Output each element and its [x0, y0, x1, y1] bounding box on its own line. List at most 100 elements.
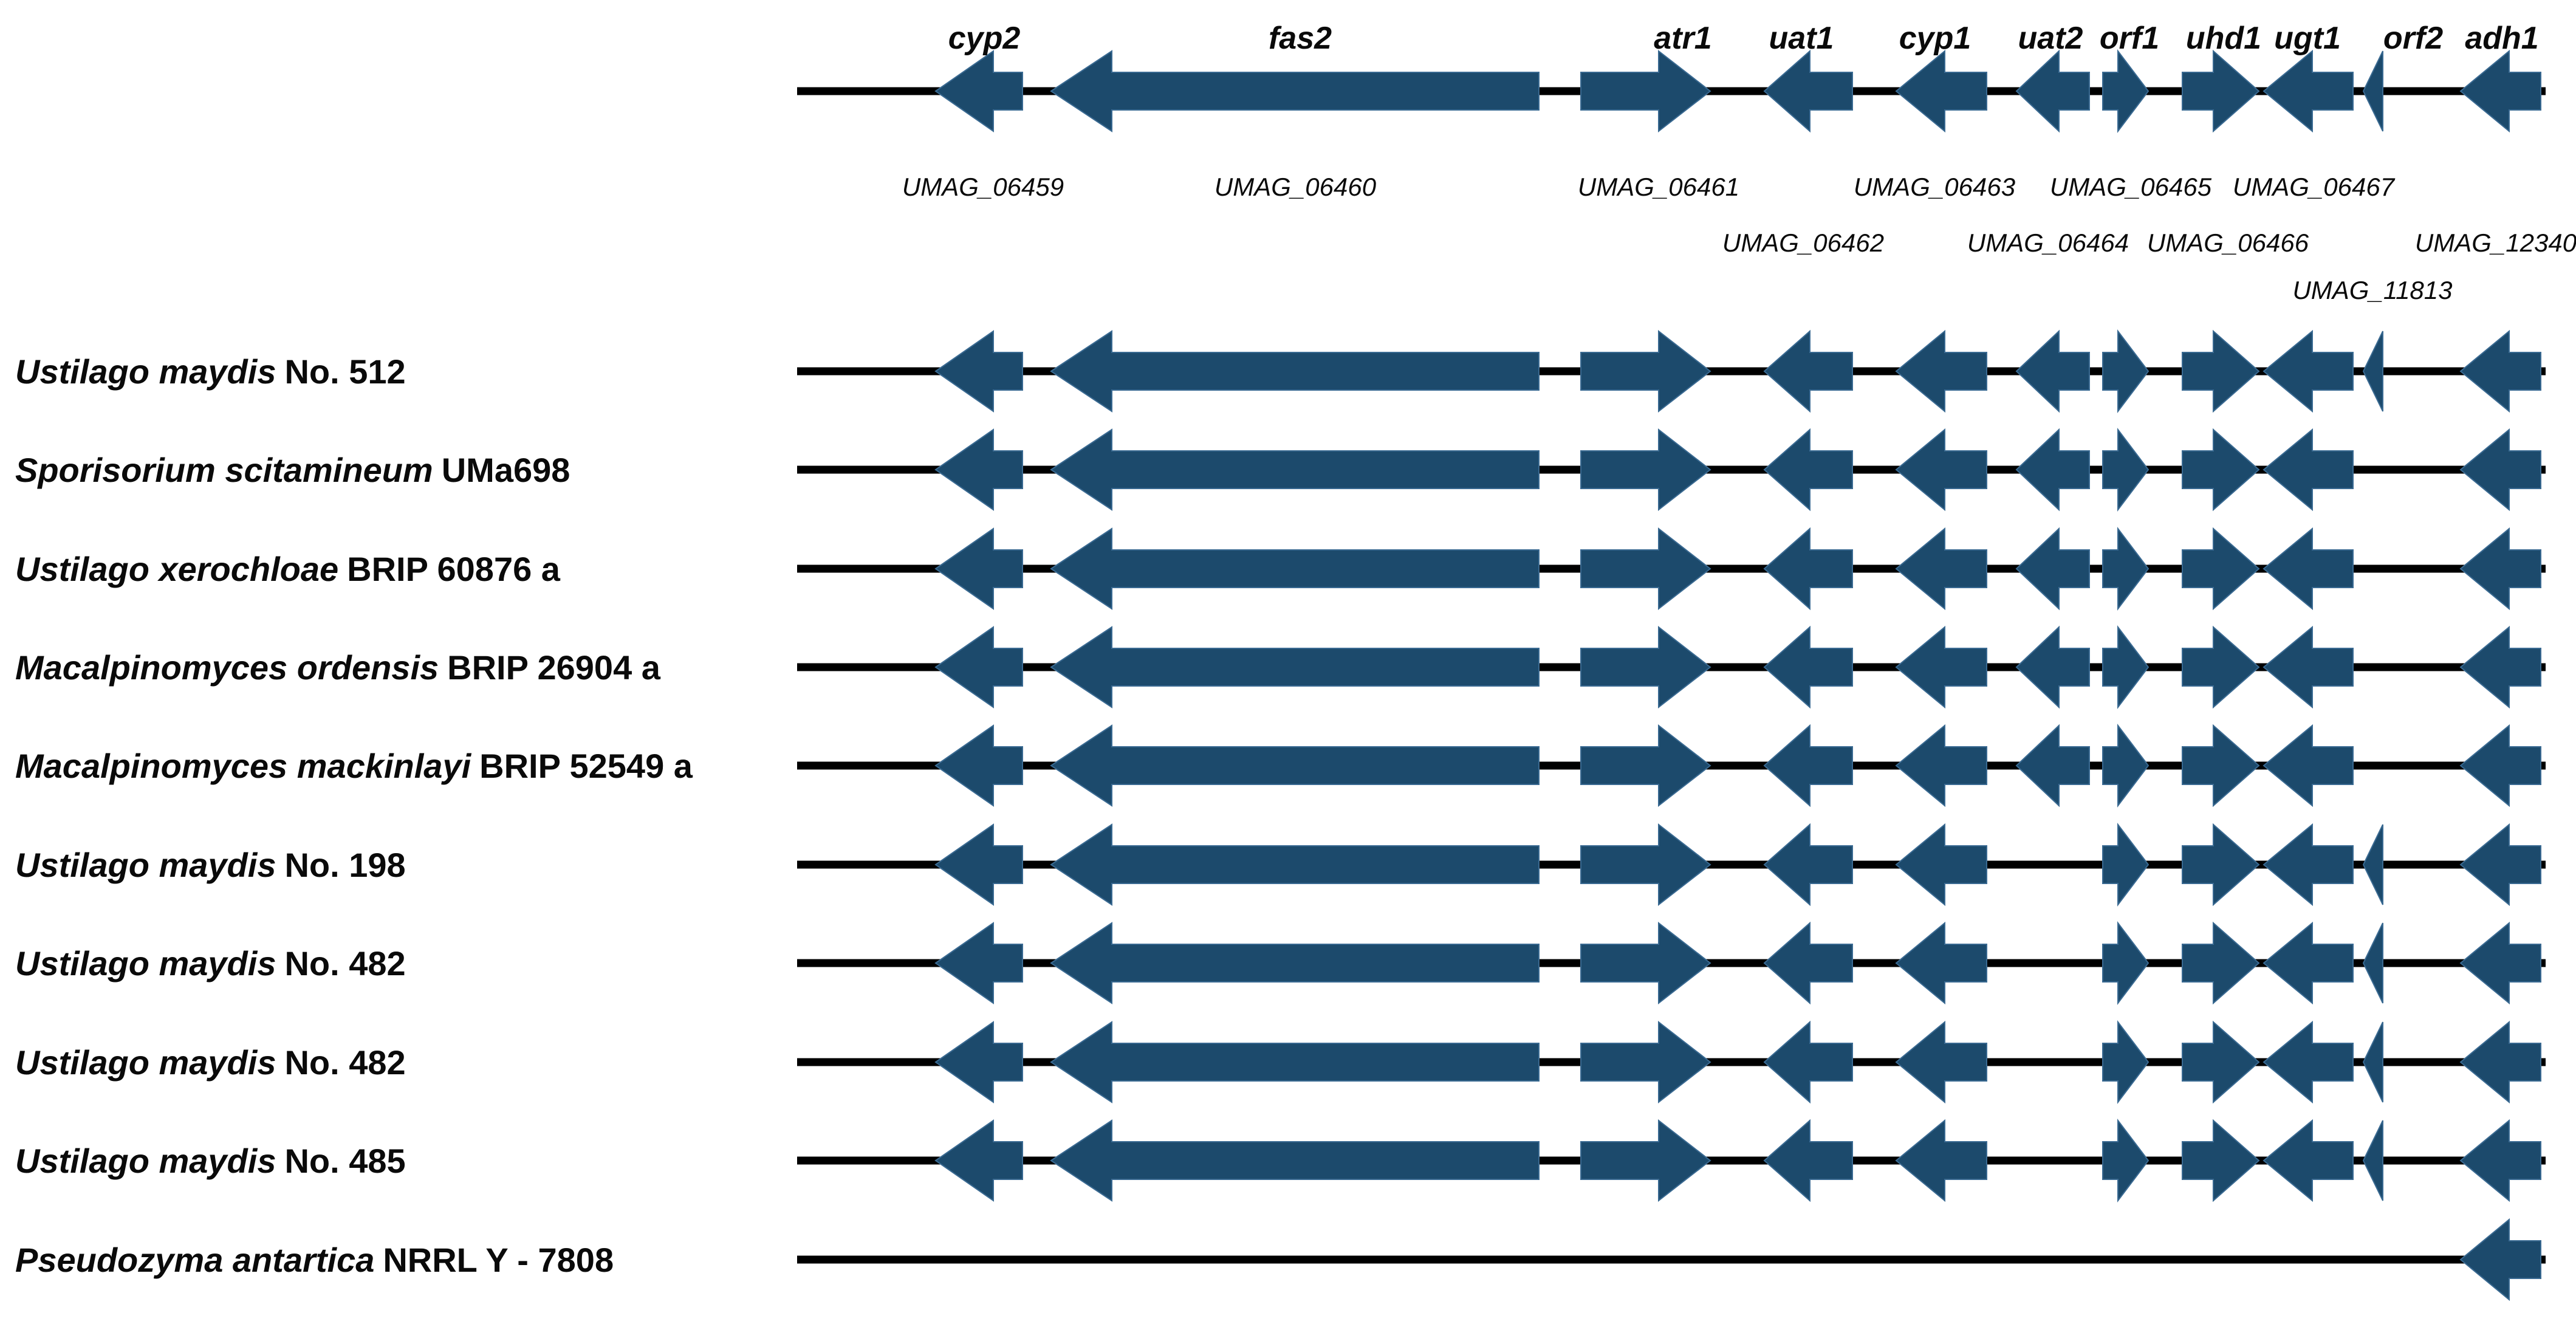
strain-name-5: BRIP 52549 a — [479, 747, 693, 785]
umag-id-label-UMAG_06462: UMAG_06462 — [1722, 228, 1884, 257]
gene-name-label-orf1: orf1 — [2100, 21, 2159, 56]
gene-name-label-uhd1: uhd1 — [2186, 21, 2261, 56]
gene-arrow-orf1-track-6 — [2102, 823, 2150, 907]
gene-arrow-adh1-track-6 — [2459, 823, 2541, 907]
reference-gene-arrow-adh1 — [2459, 49, 2541, 133]
species-name-8: Ustilago maydis — [15, 1043, 276, 1082]
gene-arrow-uhd1-track-4 — [2182, 625, 2260, 709]
species-name-4: Macalpinomyces ordensis — [15, 648, 439, 687]
gene-arrow-uhd1-track-2 — [2182, 428, 2260, 512]
gene-arrow-cyp2-track-1 — [934, 330, 1023, 413]
gene-arrow-cyp1-track-9 — [1895, 1119, 1987, 1202]
gene-arrow-orf1-track-4 — [2102, 625, 2150, 709]
gene-arrow-fas2-track-5 — [1050, 724, 1540, 807]
gene-arrow-ugt1-track-8 — [2263, 1020, 2354, 1104]
gene-arrow-cyp1-track-2 — [1895, 428, 1987, 512]
gene-arrow-uat1-track-9 — [1763, 1119, 1853, 1202]
gene-arrow-ugt1-track-9 — [2263, 1119, 2354, 1202]
gene-arrow-cyp2-track-3 — [934, 527, 1023, 610]
umag-id-label-UMAG_12340: UMAG_12340 — [2415, 228, 2576, 257]
umag-id-label-UMAG_11813: UMAG_11813 — [2292, 276, 2452, 304]
gene-arrow-adh1-track-3 — [2459, 527, 2541, 611]
gene-arrow-orf1-track-1 — [2102, 329, 2150, 413]
gene-arrow-orf2-track-1 — [2362, 331, 2383, 412]
gene-name-label-atr1: atr1 — [1654, 21, 1711, 56]
gene-arrow-uhd1-track-1 — [2182, 329, 2260, 413]
gene-arrow-cyp2-track-9 — [934, 1119, 1023, 1202]
gene-name-label-adh1: adh1 — [2465, 21, 2538, 56]
strain-name-3: BRIP 60876 a — [347, 550, 561, 588]
gene-arrow-uhd1-track-8 — [2182, 1020, 2260, 1104]
gene-arrow-fas2-track-2 — [1050, 428, 1540, 511]
reference-gene-arrow-fas2 — [1050, 50, 1540, 132]
gene-arrow-uat1-track-6 — [1763, 823, 1853, 907]
species-name-6: Ustilago maydis — [15, 846, 276, 884]
gene-arrow-ugt1-track-7 — [2263, 921, 2354, 1005]
umag-id-label-UMAG_06466: UMAG_06466 — [2147, 228, 2309, 257]
reference-gene-arrow-atr1 — [1580, 49, 1711, 133]
umag-id-label-UMAG_06459: UMAG_06459 — [902, 173, 1064, 201]
gene-arrow-atr1-track-1 — [1580, 329, 1711, 413]
species-name-10: Pseudozyma antartica — [15, 1241, 374, 1279]
gene-arrow-uhd1-track-9 — [2182, 1119, 2260, 1202]
umag-id-label-UMAG_06465: UMAG_06465 — [2050, 173, 2212, 201]
gene-name-label-ugt1: ugt1 — [2274, 21, 2341, 56]
gene-arrow-fas2-track-9 — [1050, 1119, 1540, 1202]
gene-arrow-ugt1-track-1 — [2263, 329, 2354, 413]
gene-name-label-cyp2: cyp2 — [948, 21, 1021, 56]
gene-name-label-uat1: uat1 — [1769, 21, 1834, 56]
species-name-3: Ustilago xerochloae — [15, 550, 338, 588]
strain-name-7: No. 482 — [284, 944, 405, 983]
gene-arrow-orf1-track-5 — [2102, 724, 2150, 808]
gene-name-label-fas2: fas2 — [1269, 21, 1332, 56]
gene-arrow-atr1-track-3 — [1580, 527, 1711, 611]
gene-arrow-orf2-track-7 — [2362, 922, 2383, 1004]
gene-arrow-uat1-track-3 — [1763, 527, 1853, 611]
gene-arrow-orf2-track-9 — [2362, 1120, 2383, 1201]
gene-arrow-adh1-track-2 — [2459, 428, 2541, 512]
gene-arrow-fas2-track-1 — [1050, 330, 1540, 413]
strain-name-10: NRRL Y - 7808 — [383, 1241, 614, 1279]
gene-arrow-uat2-track-5 — [2015, 724, 2090, 808]
reference-gene-arrow-orf2 — [2362, 50, 2383, 132]
strain-name-8: No. 482 — [284, 1043, 405, 1082]
gene-arrow-cyp2-track-6 — [934, 823, 1023, 906]
gene-name-label-uat2: uat2 — [2018, 21, 2083, 56]
strain-name-9: No. 485 — [284, 1142, 405, 1180]
gene-arrow-fas2-track-8 — [1050, 1021, 1540, 1103]
gene-arrow-ugt1-track-4 — [2263, 625, 2354, 709]
gene-arrow-fas2-track-6 — [1050, 823, 1540, 906]
strain-name-4: BRIP 26904 a — [447, 648, 661, 687]
gene-arrow-cyp1-track-3 — [1895, 527, 1987, 611]
reference-gene-arrow-uat2 — [2015, 49, 2090, 133]
gene-arrow-uat1-track-8 — [1763, 1020, 1853, 1104]
gene-arrow-ugt1-track-6 — [2263, 823, 2354, 907]
gene-arrow-orf1-track-8 — [2102, 1020, 2150, 1104]
species-name-7: Ustilago maydis — [15, 944, 276, 983]
gene-arrow-ugt1-track-5 — [2263, 724, 2354, 808]
gene-arrow-cyp2-track-5 — [934, 724, 1023, 807]
gene-arrow-orf1-track-3 — [2102, 527, 2150, 611]
gene-arrow-uhd1-track-5 — [2182, 724, 2260, 808]
gene-arrow-ugt1-track-2 — [2263, 428, 2354, 512]
strain-name-6: No. 198 — [284, 846, 405, 884]
umag-id-label-UMAG_06463: UMAG_06463 — [1854, 173, 2015, 201]
gene-arrow-adh1-track-7 — [2459, 921, 2541, 1005]
gene-arrow-atr1-track-5 — [1580, 724, 1711, 808]
gene-arrow-uat1-track-7 — [1763, 921, 1853, 1005]
strain-name-2: UMa698 — [442, 451, 570, 489]
